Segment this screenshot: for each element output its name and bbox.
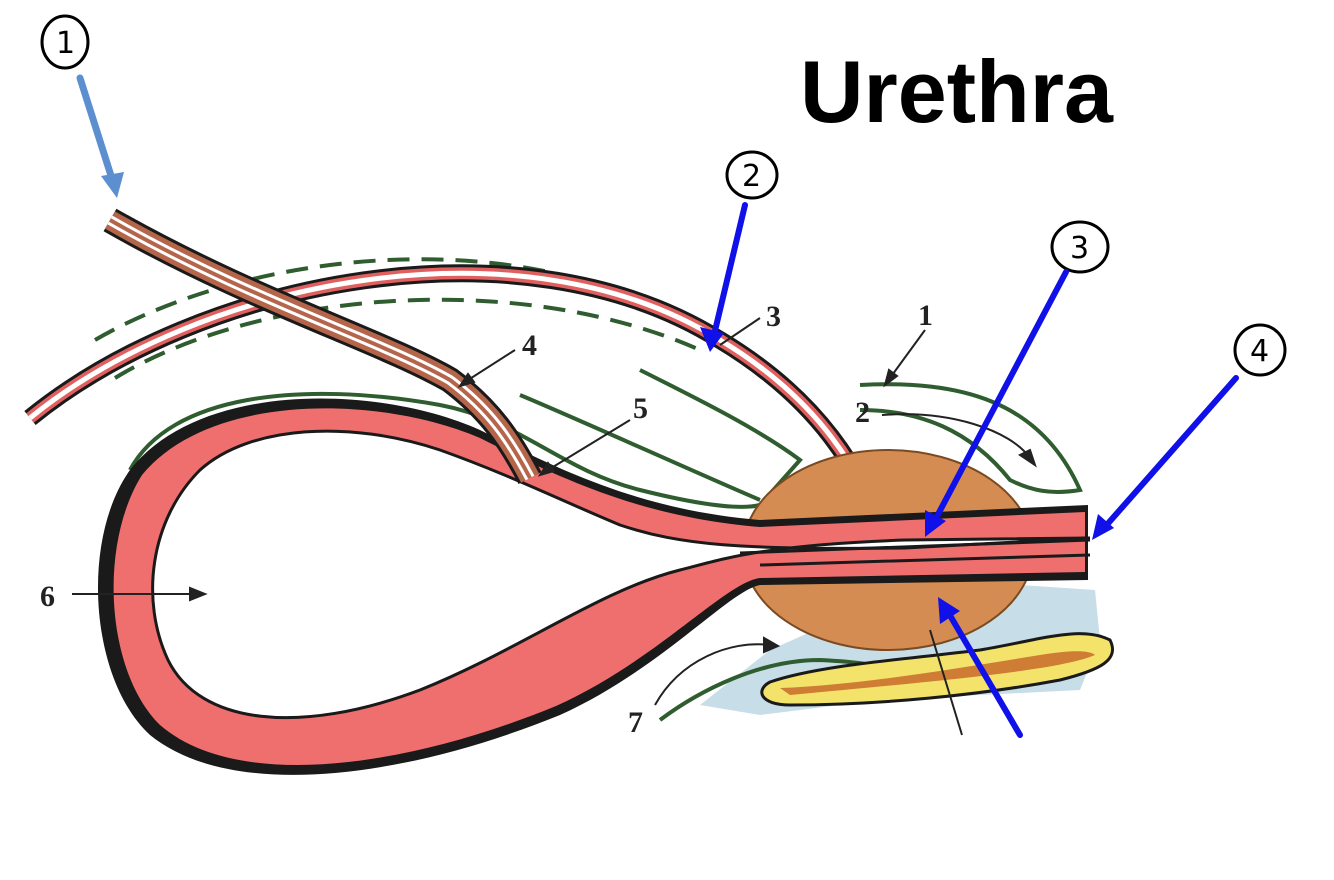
printed-label-1: 1 xyxy=(918,299,933,332)
printed-label-7: 7 xyxy=(628,706,643,739)
printed-label-4: 4 xyxy=(522,329,537,362)
printed-label-6: 6 xyxy=(40,580,55,613)
callout-arrow-2 xyxy=(700,205,745,352)
callout-arrow-4 xyxy=(1092,378,1236,540)
callout-arrow-1 xyxy=(80,78,124,198)
callout-4-number: 4 xyxy=(1250,334,1269,369)
page-title: Urethra xyxy=(800,48,1113,136)
callout-1-number: 1 xyxy=(56,26,75,61)
printed-label-3: 3 xyxy=(766,300,781,333)
printed-label-2: 2 xyxy=(855,396,870,429)
callout-3-number: 3 xyxy=(1070,231,1089,266)
callout-3: 3 xyxy=(1052,222,1108,272)
callout-4: 4 xyxy=(1235,325,1285,375)
callout-2: 2 xyxy=(727,152,777,198)
callout-1: 1 xyxy=(42,16,88,68)
callout-2-number: 2 xyxy=(742,159,761,194)
printed-label-5: 5 xyxy=(633,392,648,425)
